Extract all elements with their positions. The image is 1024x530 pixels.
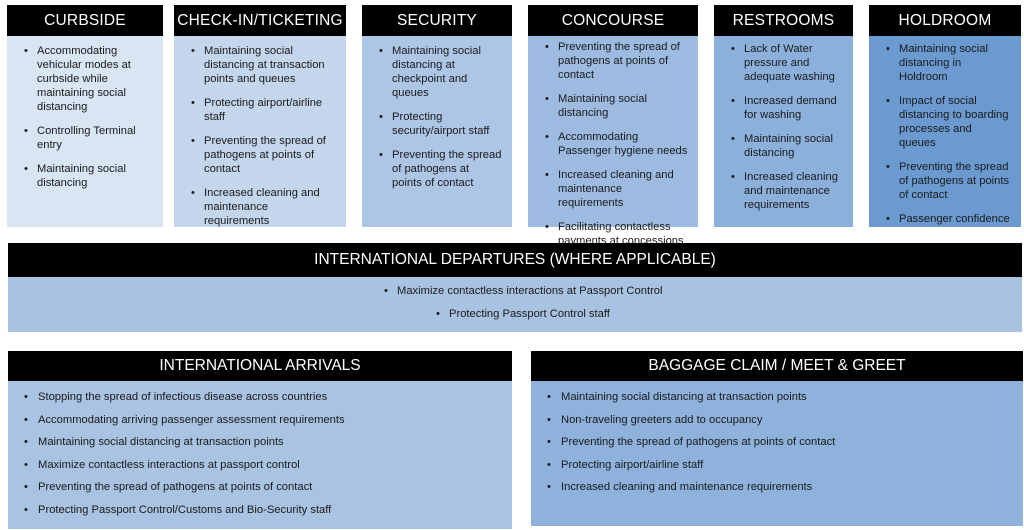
restrooms-panel: RESTROOMS Lack of Water pressure and ade… xyxy=(714,5,853,227)
list-item: Preventing the spread of pathogens at po… xyxy=(540,40,694,82)
list-item: Maintaining social distancing at transac… xyxy=(186,44,342,86)
list-item: Increased cleaning and maintenance requi… xyxy=(726,170,849,212)
check-in-ticketing-header: CHECK-IN/TICKETING xyxy=(174,5,346,36)
list-item: Increased demand for washing xyxy=(726,94,849,122)
list-item: Maintaining social distancing at checkpo… xyxy=(374,44,508,100)
list-item: Impact of social distancing to boarding … xyxy=(881,94,1017,150)
list-item: Accommodating vehicular modes at curbsid… xyxy=(19,44,159,114)
list-item: Maintaining social distancing at transac… xyxy=(22,435,506,449)
list-item: Preventing the spread of pathogens at po… xyxy=(881,160,1017,202)
list-item: Increased cleaning and maintenance requi… xyxy=(545,480,1017,494)
restrooms-header: RESTROOMS xyxy=(714,5,853,36)
list-item: Accommodating arriving passenger assessm… xyxy=(22,413,506,427)
list-item: Maintaining social distancing xyxy=(726,132,849,160)
list-item: Controlling Terminal entry xyxy=(19,124,159,152)
baggage-claim-header: BAGGAGE CLAIM / MEET & GREET xyxy=(531,351,1023,381)
list-item: Non-traveling greeters add to occupancy xyxy=(545,413,1017,427)
list-item: Increased cleaning and maintenance requi… xyxy=(540,168,694,210)
list-item: Protecting airport/airline staff xyxy=(545,458,1017,472)
list-item: Maintaining social distancing xyxy=(19,162,159,190)
list-item: Maintaining social distancing xyxy=(540,92,694,120)
curbside-header: CURBSIDE xyxy=(7,5,163,36)
list-item: Protecting security/airport staff xyxy=(374,110,508,138)
security-body: Maintaining social distancing at checkpo… xyxy=(362,36,512,227)
list-item: Maximize contactless interactions at Pas… xyxy=(381,284,663,298)
list-item: Preventing the spread of pathogens at po… xyxy=(186,134,342,176)
holdroom-header: HOLDROOM xyxy=(869,5,1021,36)
international-arrivals-header: INTERNATIONAL ARRIVALS xyxy=(8,351,512,381)
restrooms-body: Lack of Water pressure and adequate wash… xyxy=(714,36,853,227)
international-departures-header: INTERNATIONAL DEPARTURES (WHERE APPLICAB… xyxy=(8,243,1022,277)
list-item: Maintaining social distancing at transac… xyxy=(545,390,1017,404)
list-item: Lack of Water pressure and adequate wash… xyxy=(726,42,849,84)
check-in-ticketing-panel: CHECK-IN/TICKETING Maintaining social di… xyxy=(174,5,346,227)
list-item: Accommodating Passenger hygiene needs xyxy=(540,130,694,158)
list-item: Protecting Passport Control/Customs and … xyxy=(22,503,506,517)
international-departures-body: Maximize contactless interactions at Pas… xyxy=(8,277,1022,332)
concourse-panel: CONCOURSE Preventing the spread of patho… xyxy=(528,5,698,247)
list-item: Protecting airport/airline staff xyxy=(186,96,342,124)
list-item: Preventing the spread of pathogens at po… xyxy=(545,435,1017,449)
check-in-ticketing-body: Maintaining social distancing at transac… xyxy=(174,36,346,227)
international-arrivals-body: Stopping the spread of infectious diseas… xyxy=(8,381,512,529)
list-item: Passenger confidence xyxy=(881,212,1017,226)
list-item: Increased cleaning and maintenance requi… xyxy=(186,186,342,228)
baggage-claim-body: Maintaining social distancing at transac… xyxy=(531,381,1023,526)
holdroom-panel: HOLDROOM Maintaining social distancing i… xyxy=(869,5,1021,227)
list-item: Stopping the spread of infectious diseas… xyxy=(22,390,506,404)
list-item: Preventing the spread of pathogens at po… xyxy=(22,480,506,494)
international-arrivals-panel: INTERNATIONAL ARRIVALS Stopping the spre… xyxy=(8,351,512,529)
baggage-claim-panel: BAGGAGE CLAIM / MEET & GREET Maintaining… xyxy=(531,351,1023,526)
list-item: Protecting Passport Control staff xyxy=(433,307,610,321)
international-departures-panel: INTERNATIONAL DEPARTURES (WHERE APPLICAB… xyxy=(8,243,1022,332)
curbside-panel: CURBSIDE Accommodating vehicular modes a… xyxy=(7,5,163,227)
security-header: SECURITY xyxy=(362,5,512,36)
concourse-body: Preventing the spread of pathogens at po… xyxy=(528,36,698,247)
list-item: Maintaining social distancing in Holdroo… xyxy=(881,42,1017,84)
security-panel: SECURITY Maintaining social distancing a… xyxy=(362,5,512,227)
list-item: Preventing the spread of pathogens at po… xyxy=(374,148,508,190)
list-item: Maximize contactless interactions at pas… xyxy=(22,458,506,472)
curbside-body: Accommodating vehicular modes at curbsid… xyxy=(7,36,163,227)
holdroom-body: Maintaining social distancing in Holdroo… xyxy=(869,36,1021,227)
concourse-header: CONCOURSE xyxy=(528,5,698,36)
